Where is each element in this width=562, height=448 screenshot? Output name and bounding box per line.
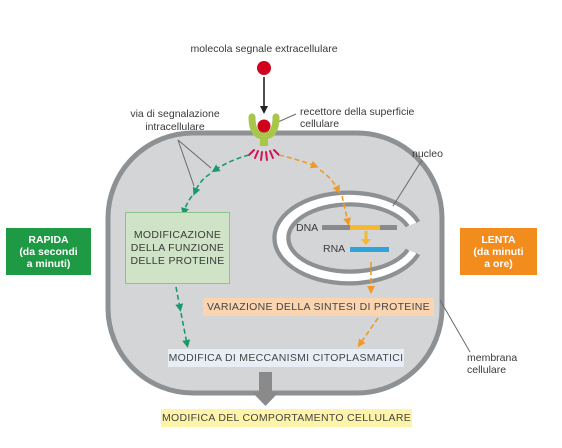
cell-behavior-box: MODIFICA DEL COMPORTAMENTO CELLULARE bbox=[161, 409, 412, 427]
rna-label: RNA bbox=[323, 243, 346, 255]
signal-molecule-label: molecola segnale extracellulare bbox=[190, 43, 338, 55]
nucleus-label: nucleo bbox=[412, 148, 443, 160]
nucleus bbox=[272, 190, 421, 286]
rapid-subtitle-line1: (da secondi bbox=[19, 245, 78, 258]
protein-function-line3: DELLE PROTEINE bbox=[130, 254, 225, 267]
signal-molecule-dot bbox=[257, 61, 271, 75]
cytoplasmic-mechanisms-box: MODIFICA DI MECCANISMI CITOPLASMATICI bbox=[168, 349, 404, 367]
pathway-label-line2: intracellulare bbox=[145, 121, 205, 133]
membrane-label-line1: membrana bbox=[467, 352, 518, 364]
dna-label: DNA bbox=[296, 222, 319, 234]
dna-strand bbox=[322, 225, 397, 230]
pathway-label-line1: via di segnalazione bbox=[130, 108, 220, 120]
slow-pathway bbox=[278, 154, 379, 348]
slow-title: LENTA bbox=[481, 233, 516, 246]
outcome-arrow bbox=[252, 372, 279, 406]
rapid-subtitle-line2: a minuti) bbox=[26, 257, 71, 270]
nucleus-leader-line bbox=[392, 159, 423, 207]
slow-response-box: LENTA (da minuti a ore) bbox=[460, 228, 537, 275]
rna-strand bbox=[350, 247, 389, 252]
protein-synthesis-box: VARIAZIONE DELLA SINTESI DI PROTEINE bbox=[203, 298, 434, 316]
rapid-title: RAPIDA bbox=[28, 233, 69, 246]
membrane-leader-line bbox=[439, 299, 471, 353]
rapid-response-box: RAPIDA (da secondi a minuti) bbox=[6, 228, 91, 275]
protein-function-box: MODIFICAZIONE DELLA FUNZIONE DELLE PROTE… bbox=[125, 212, 230, 284]
pathway-leader-line-2 bbox=[177, 139, 212, 169]
protein-function-line1: MODIFICAZIONE bbox=[133, 228, 222, 241]
slow-subtitle-line2: a ore) bbox=[484, 257, 513, 270]
slow-subtitle-line1: (da minuti bbox=[473, 245, 524, 258]
activation-burst bbox=[248, 149, 280, 161]
receptor-label-line2: cellulare bbox=[300, 118, 340, 130]
rapid-pathway bbox=[175, 154, 250, 348]
receptor bbox=[248, 113, 280, 146]
receptor-label-line1: recettore della superficie bbox=[300, 106, 415, 118]
pathway-leader-line-1 bbox=[177, 139, 195, 187]
protein-function-line2: DELLA FUNZIONE bbox=[130, 241, 225, 254]
receptor-leader-line bbox=[277, 113, 297, 123]
membrane-label-line2: cellulare bbox=[467, 364, 507, 376]
